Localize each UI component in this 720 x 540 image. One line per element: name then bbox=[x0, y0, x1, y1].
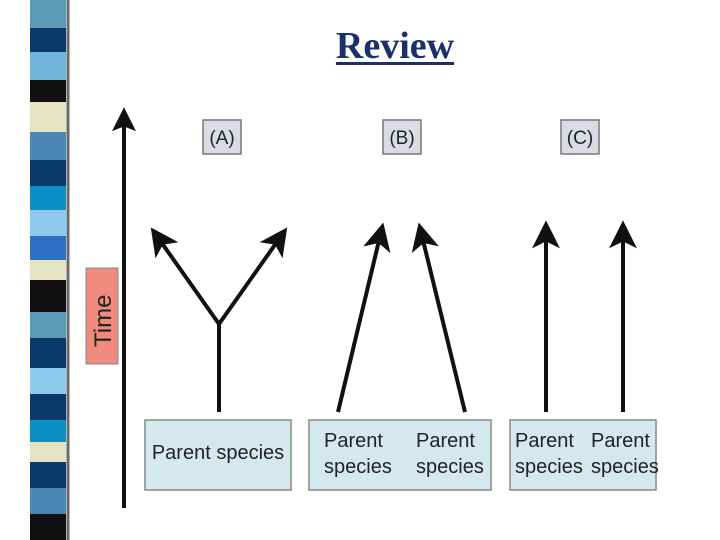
panel-a-arrows bbox=[150, 227, 288, 412]
parent-label: Parent bbox=[515, 430, 574, 452]
panel-a-parent-box: Parent species bbox=[144, 419, 292, 491]
panel-a-tag: (A) bbox=[202, 119, 242, 155]
panel-c-parent-box: Parent species Parent species bbox=[509, 419, 659, 491]
svg-text:(B): (B) bbox=[389, 128, 414, 149]
panel-c-tag: (C) bbox=[560, 119, 600, 155]
panel-c-arrows bbox=[532, 220, 637, 412]
species-label: species bbox=[515, 456, 583, 478]
species-label: species bbox=[416, 456, 484, 478]
species-label: species bbox=[591, 456, 659, 478]
panel-b-parent-box: Parent species Parent species bbox=[308, 419, 492, 491]
stripe-blocks bbox=[30, 0, 66, 540]
species-label: species bbox=[324, 456, 392, 478]
decorative-stripe bbox=[30, 0, 70, 540]
svg-text:(A): (A) bbox=[209, 128, 234, 149]
time-label: Time bbox=[90, 295, 117, 347]
page-title: Review bbox=[335, 25, 455, 67]
svg-text:(C): (C) bbox=[567, 128, 593, 149]
time-label-box bbox=[85, 267, 119, 365]
parent-label: Parent bbox=[591, 430, 650, 452]
panel-b-tag: (B) bbox=[382, 119, 422, 155]
parent-label: Parent bbox=[324, 430, 383, 452]
parent-label: Parent bbox=[416, 430, 475, 452]
parent-species-label: Parent species bbox=[152, 442, 284, 464]
panel-b-arrows bbox=[336, 222, 467, 413]
